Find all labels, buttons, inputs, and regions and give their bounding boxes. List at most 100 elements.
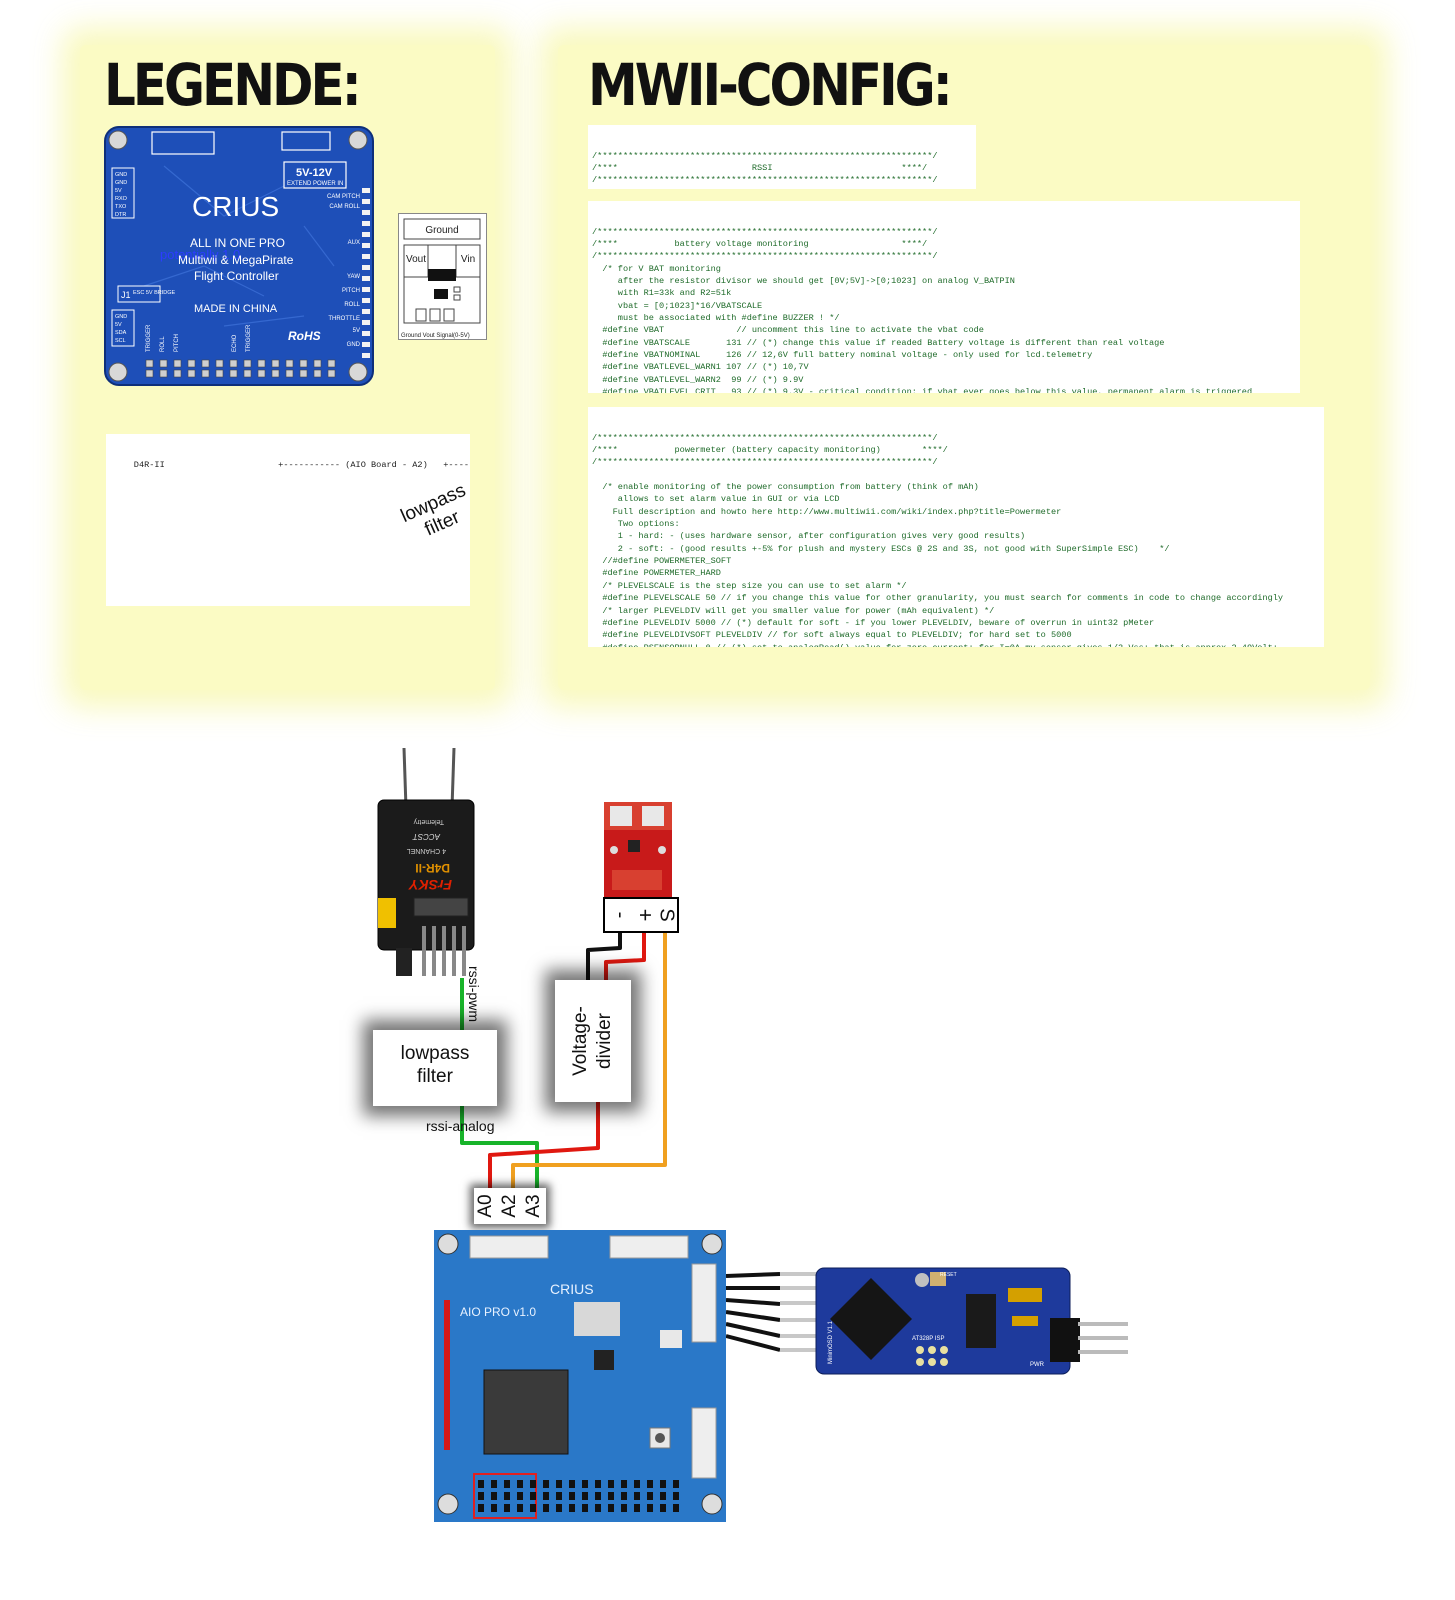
aio-pin-labels: A0 A2 A3 [474,1188,546,1224]
board-side-pin [362,353,370,358]
minimosd-board: MinimOSD V1.1 AT328P ISP RESET PWR [780,1267,1128,1375]
powermeter-code-line: allows to set alarm value in GUI or via … [592,494,840,505]
board-brand: CRIUS [192,191,279,222]
wire-vdiv-red [488,1102,600,1188]
voltage-divider-box: Voltage- divider [555,980,631,1102]
osd-isp: AT328P ISP [912,1336,944,1342]
vbat-code-line: must be associated with #define BUZZER !… [592,313,840,324]
powermeter-code-line: 2 - soft: - (good results +-5% for plush… [592,543,1170,554]
board-pin [299,359,308,368]
powermeter-code-line: Full description and howto here http://w… [592,506,1062,517]
code-block-rssi: /***************************************… [588,125,976,189]
board-side-pin [362,232,370,237]
board-pin [327,369,336,378]
board-pin [159,369,168,378]
board-i2c-label: SDA [115,330,127,336]
aio-brand: CRIUS [550,1281,594,1297]
aio-header-pin [634,1480,640,1488]
board-pin [173,369,182,378]
aio-header-pin [491,1504,497,1512]
board-right-label: 5V [353,328,360,334]
board-left-label: DTR [115,212,126,218]
board-pin [187,359,196,368]
lowpass-ascii-schematic: D4R-II +----------- (AIO Board - A2) +--… [106,434,470,606]
board-pin [257,369,266,378]
vbat-code-line: #define VBATLEVEL_WARN1 107 // (*) 10,7V [592,362,809,373]
aio-header-pin [569,1480,575,1488]
aio-header-pin [569,1492,575,1500]
rssi-pwm-label: rssi-pwm [466,966,482,1022]
rx-model: D4R-II [415,861,450,875]
lowpass-filter-box: lowpass filter [373,1030,497,1106]
powermeter-code-line: #define PLEVELDIVSOFT PLEVELDIV // for s… [592,630,1072,641]
vbat-code-line: #define VBATNOMINAL 126 // 12,6V full ba… [592,350,1093,361]
wire-rssi-analog [460,1102,539,1188]
board-pin [215,369,224,378]
board-right-label: CAM PITCH [327,194,360,200]
board-right-label: AUX [348,240,360,246]
board-bottom-label: ECHO [232,334,238,352]
powermeter-code-line: /***************************************… [592,457,938,468]
board-pin [243,359,252,368]
board-extend-label: EXTEND POWER IN [287,181,343,187]
board-pin [313,359,322,368]
aio-header-pin [634,1504,640,1512]
aio-header-pin [569,1504,575,1512]
board-j1: J1 [121,290,131,300]
vbat-code-line: after the resistor divisor we should get… [592,276,1015,287]
board-line3: Flight Controller [194,269,279,283]
aio-header-pin [595,1504,601,1512]
aio-header-pin [478,1504,484,1512]
board-side-pin [362,254,370,259]
vbat-code-line: /* for V BAT monitoring [592,263,721,274]
board-bottom-label: TRIGGER [246,324,252,352]
osd-name: MinimOSD V1.1 [828,1320,834,1364]
receiver-illustration: Telemetry ACCST 4 CHANNEL D4R-II FrSKY [377,747,475,976]
aio-header-pin [582,1504,588,1512]
rssi-analog-label: rssi-analog [426,1118,495,1134]
board-side-pin [362,276,370,281]
rx-telemetry: Telemetry [413,818,444,825]
rx-brand: FrSKY [408,877,452,893]
aio-header-pin [608,1492,614,1500]
rx-accst: ACCST [412,832,441,841]
rssi-code-line: /**** RSSI ****/ [592,163,928,174]
aio-header-pin [673,1504,679,1512]
aio-header-pin [673,1492,679,1500]
aio-header-pin [582,1480,588,1488]
aio-header-pin [582,1492,588,1500]
aio-header-pin [543,1492,549,1500]
board-i2c-label: GND [115,314,127,320]
osd-pwr: PWR [1030,1362,1045,1368]
powermeter-code-line: /* enable monitoring of the power consum… [592,482,979,493]
powermeter-code-line: 1 - hard: - (uses hardware sensor, after… [592,531,1026,542]
aio-header-pin [530,1492,536,1500]
aio-header-pin [543,1504,549,1512]
vbat-code-line: #define VBAT // uncomment this line to a… [592,325,984,336]
board-right-label: CAM ROLL [329,204,360,210]
board-pin [145,369,154,378]
aio-header-pin [530,1504,536,1512]
board-pin [159,359,168,368]
board-bottom-label: PITCH [174,334,180,352]
sensor-pin-plus: + [633,909,658,922]
aio-header-pin [621,1480,627,1488]
aio-header-pin [673,1480,679,1488]
vbat-code-line: with R1=33k and R2=51k [592,288,732,299]
aio-header-pin [517,1504,523,1512]
current-sensor-legend: Ground Vout Vin Ground Vout Signal(0-5V) [398,213,487,340]
board-pin [271,369,280,378]
aio-header-pin [504,1504,510,1512]
aio-header-pin [660,1492,666,1500]
board-pin [299,369,308,378]
aio-header-pin [660,1480,666,1488]
aio-header-pin [478,1480,484,1488]
board-bottom-label: ROLL [160,336,166,352]
vbat-code-line: #define VBATLEVEL_CRIT 93 // (*) 9.3V - … [592,387,1253,393]
crius-board-illustration: 5V-12V EXTEND POWER IN CRIUS ALL IN ONE … [104,126,374,386]
ascii-line: D4R-II +----------- (AIO Board - A2) [108,459,428,470]
aio-header-pin [491,1480,497,1488]
pin-a2: A2 [499,1194,520,1217]
code-block-vbat: /***************************************… [588,201,1300,393]
ascii-line: +------+ | [443,459,470,470]
